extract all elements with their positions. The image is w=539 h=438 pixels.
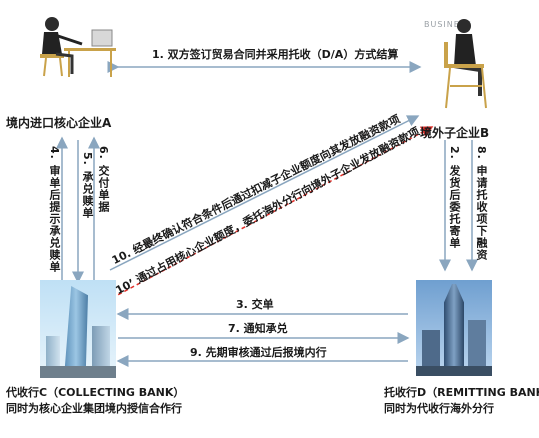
collecting-bank-building [40, 280, 116, 378]
remitting-bank-label: 托收行D（REMITTING BANK） [384, 386, 539, 399]
arrow-step10p [111, 126, 434, 299]
step-7-label: 7. 通知承兑 [228, 322, 288, 335]
collecting-bank-label: 代收行C（COLLECTING BANK） [6, 386, 185, 399]
step-1-label: 1. 双方签订贸易合同并采用托收（D/A）方式结算 [152, 48, 399, 61]
step-3-label: 3. 交单 [236, 298, 274, 311]
step-6-label: 6. 交付单据 [97, 146, 110, 213]
watermark-text: BUSINESS [424, 20, 472, 29]
remitting-bank-building [416, 280, 492, 376]
arrow-step10 [109, 115, 420, 271]
importer-figure-icon [40, 17, 116, 77]
step-8-label: 8. 申请托收项下融资 [475, 146, 488, 261]
remitting-bank-sublabel: 同时为代收行海外分行 [384, 402, 494, 415]
importer-label: 境内进口核心企业A [6, 116, 112, 130]
step-9-label: 9. 先期审核通过后报境内行 [190, 346, 327, 359]
step-4-label: 4. 审单后提示承兑赎单 [48, 146, 61, 273]
exporter-figure-icon [444, 19, 487, 109]
step-2-label: 2. 发货后委托寄单 [448, 146, 461, 249]
step-5-label: 5. 承兑赎单 [81, 152, 94, 219]
exporter-label: 境外子企业B [420, 126, 490, 140]
collecting-bank-sublabel: 同时为核心企业集团境内授信合作行 [6, 402, 182, 415]
